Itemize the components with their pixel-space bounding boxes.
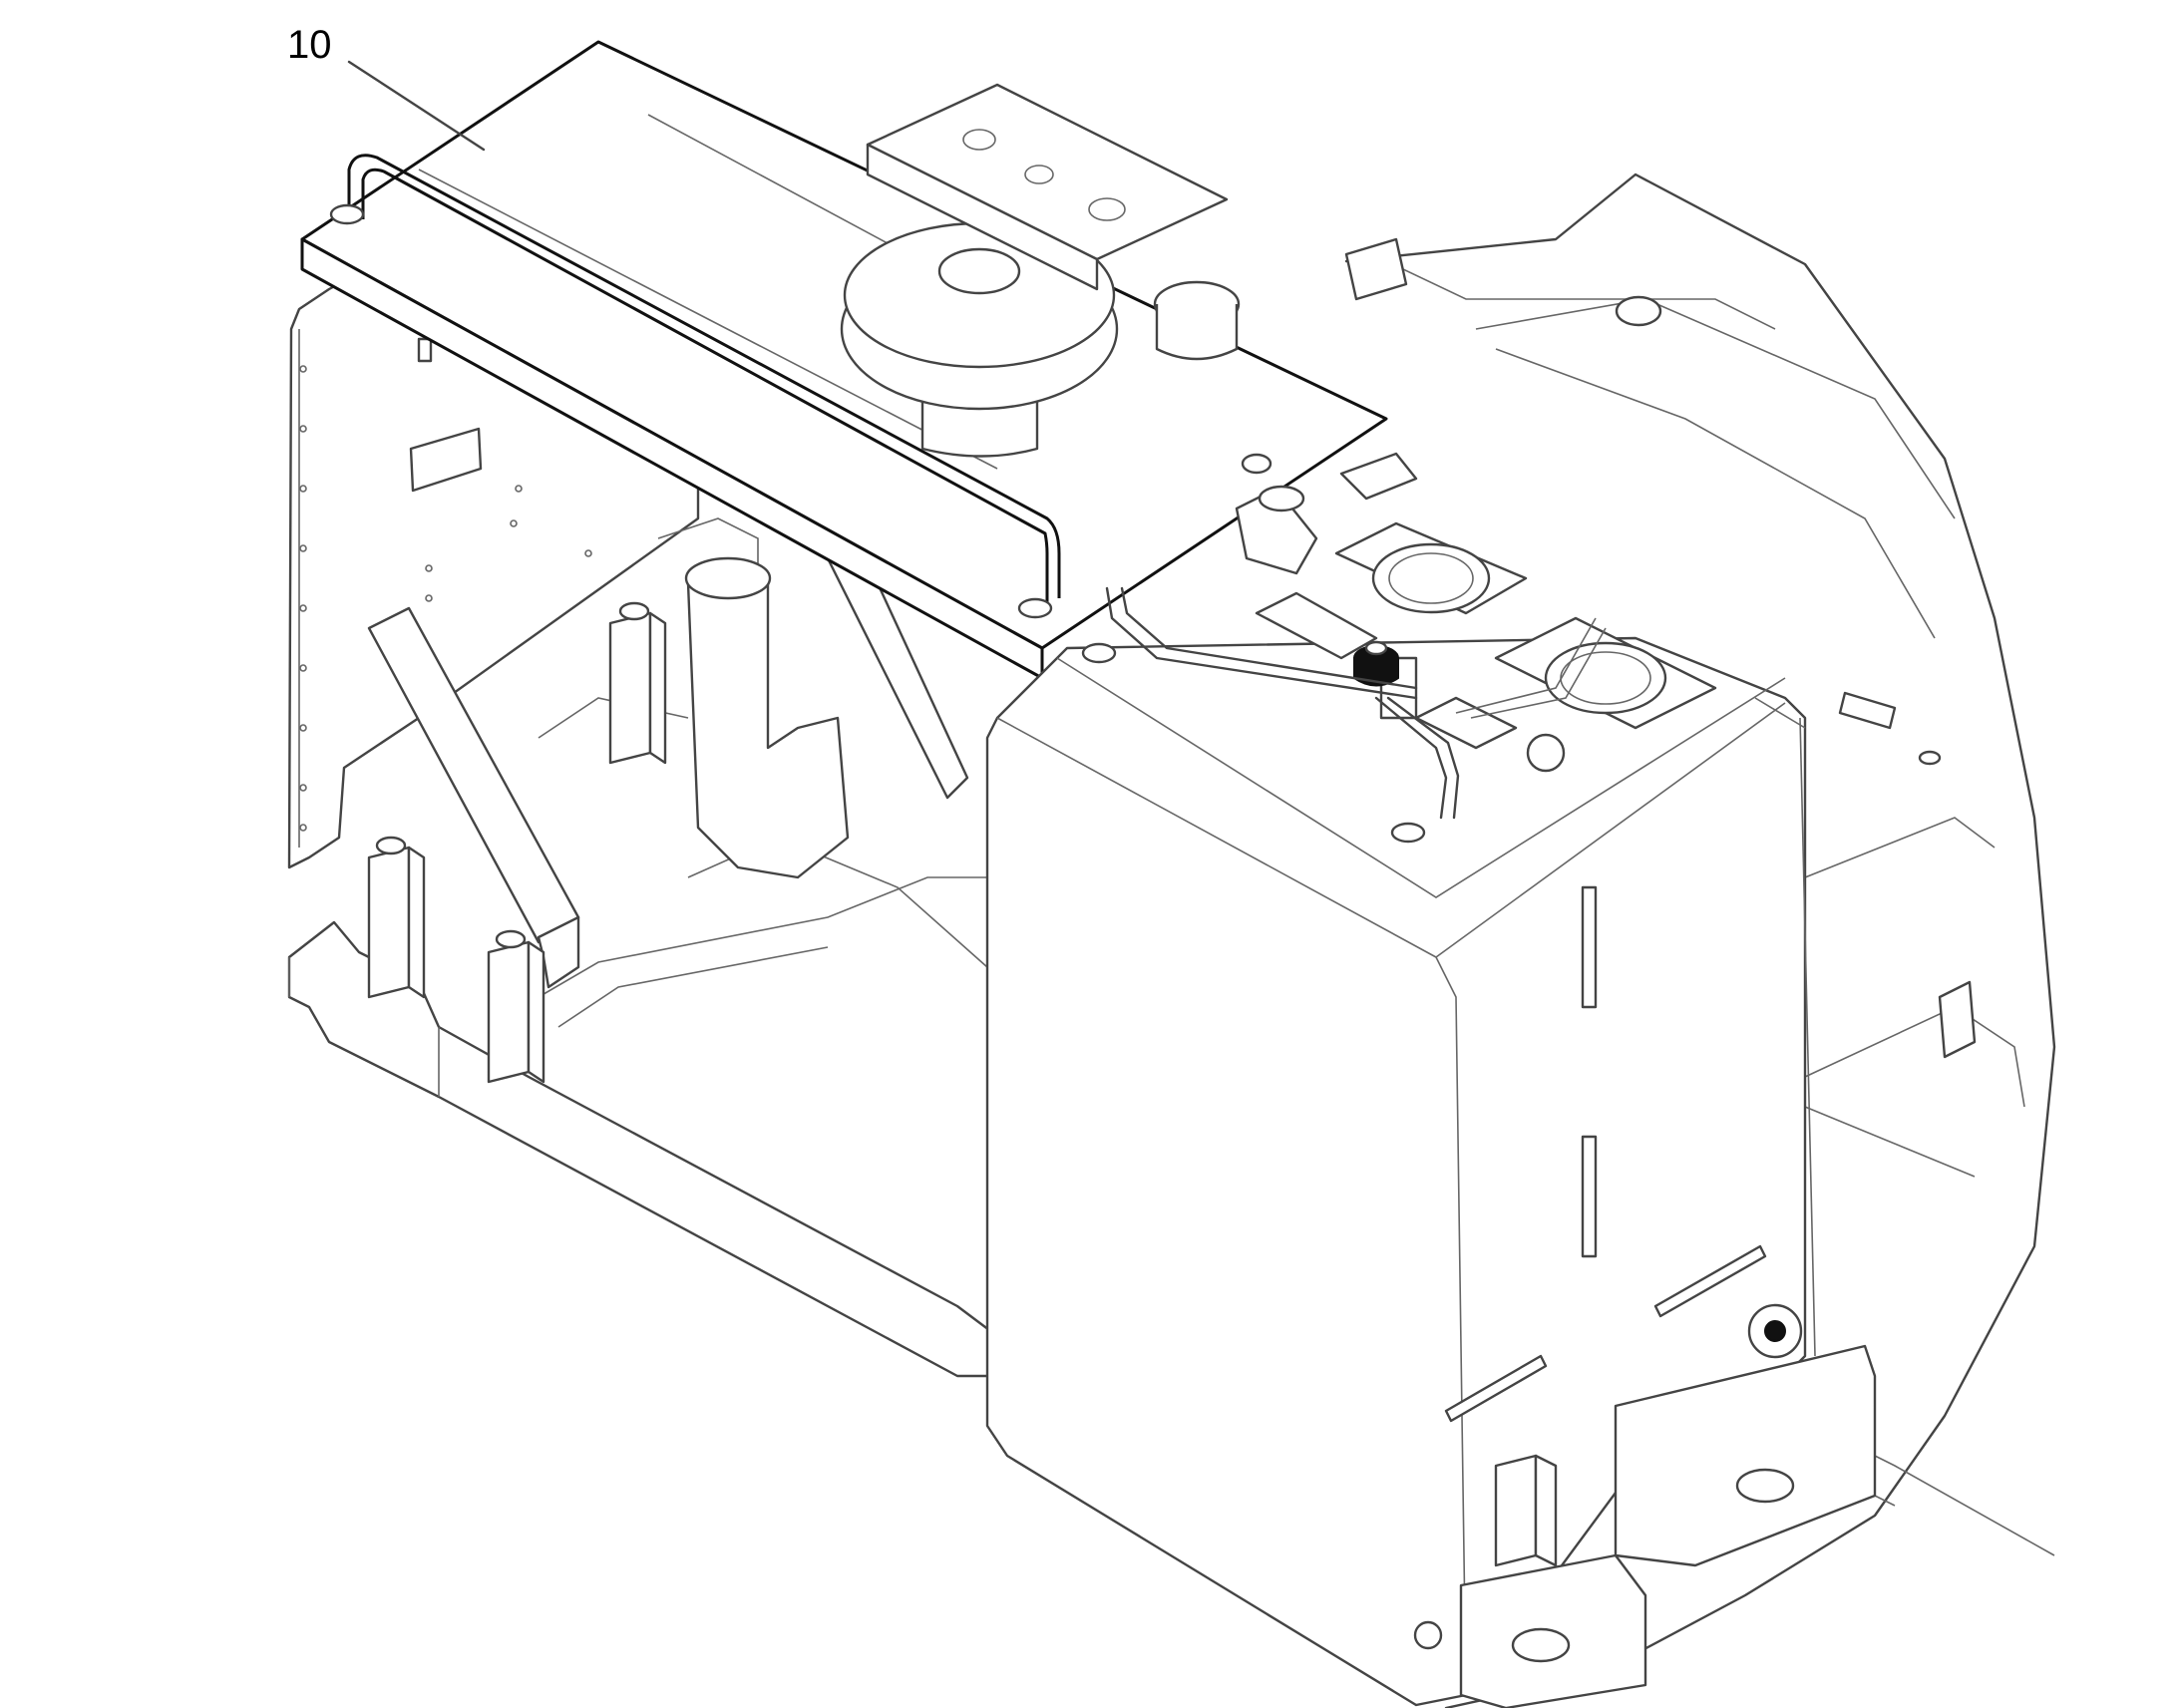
- cover-handle: [329, 154, 1061, 619]
- mounting-posts: [367, 601, 667, 1084]
- callout-10: 10: [287, 23, 486, 152]
- tank-top-fittings: [1235, 452, 1717, 773]
- intake-duct: [684, 556, 850, 879]
- frame-boss-round: [1615, 295, 1662, 327]
- upper-platform: [866, 83, 1241, 361]
- callout-label-10: 10: [287, 23, 332, 67]
- fuel-tank: [985, 636, 1816, 1707]
- tank-mount-brackets: [1413, 1303, 1877, 1708]
- diagonal-brace-left: [367, 606, 580, 989]
- tank-hoses: [1081, 586, 1607, 844]
- upper-frame-outline: [1344, 172, 2056, 1708]
